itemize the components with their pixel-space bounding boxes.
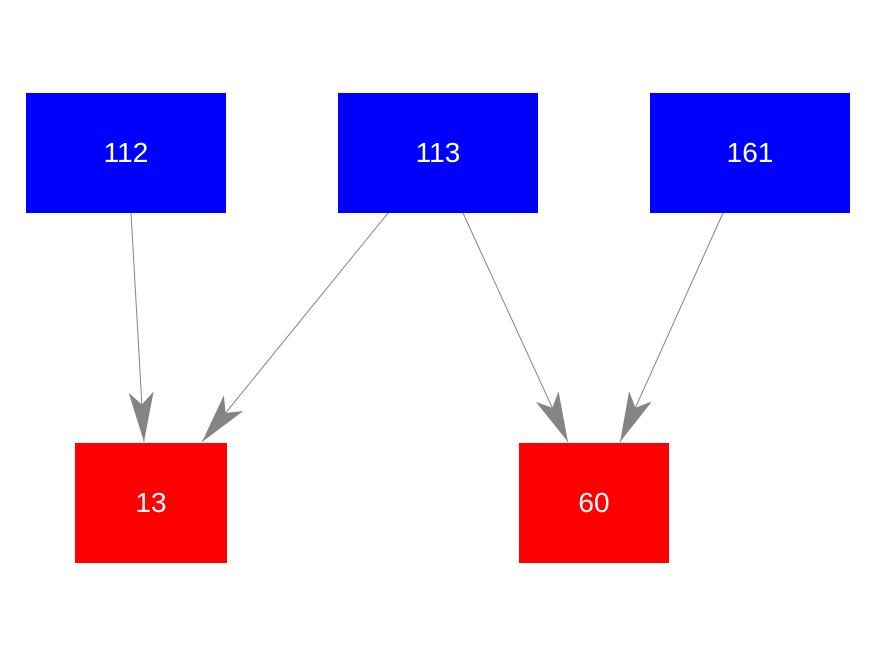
- edge-113-to-13: [201, 212, 389, 443]
- edge-112-to-13: [128, 212, 154, 443]
- graph-node-113[interactable]: 113: [338, 93, 538, 213]
- graph-node-13[interactable]: 13: [75, 443, 227, 563]
- node-label: 13: [135, 487, 167, 518]
- graph-node-161[interactable]: 161: [650, 93, 850, 213]
- edge-161-to-60: [619, 212, 724, 443]
- graph-node-60[interactable]: 60: [519, 443, 669, 563]
- node-label: 113: [415, 137, 461, 168]
- node-label: 60: [578, 487, 610, 518]
- node-label: 112: [103, 137, 149, 168]
- edge-113-to-60: [462, 212, 569, 443]
- graph-node-112[interactable]: 112: [26, 93, 226, 213]
- node-label: 161: [726, 137, 774, 168]
